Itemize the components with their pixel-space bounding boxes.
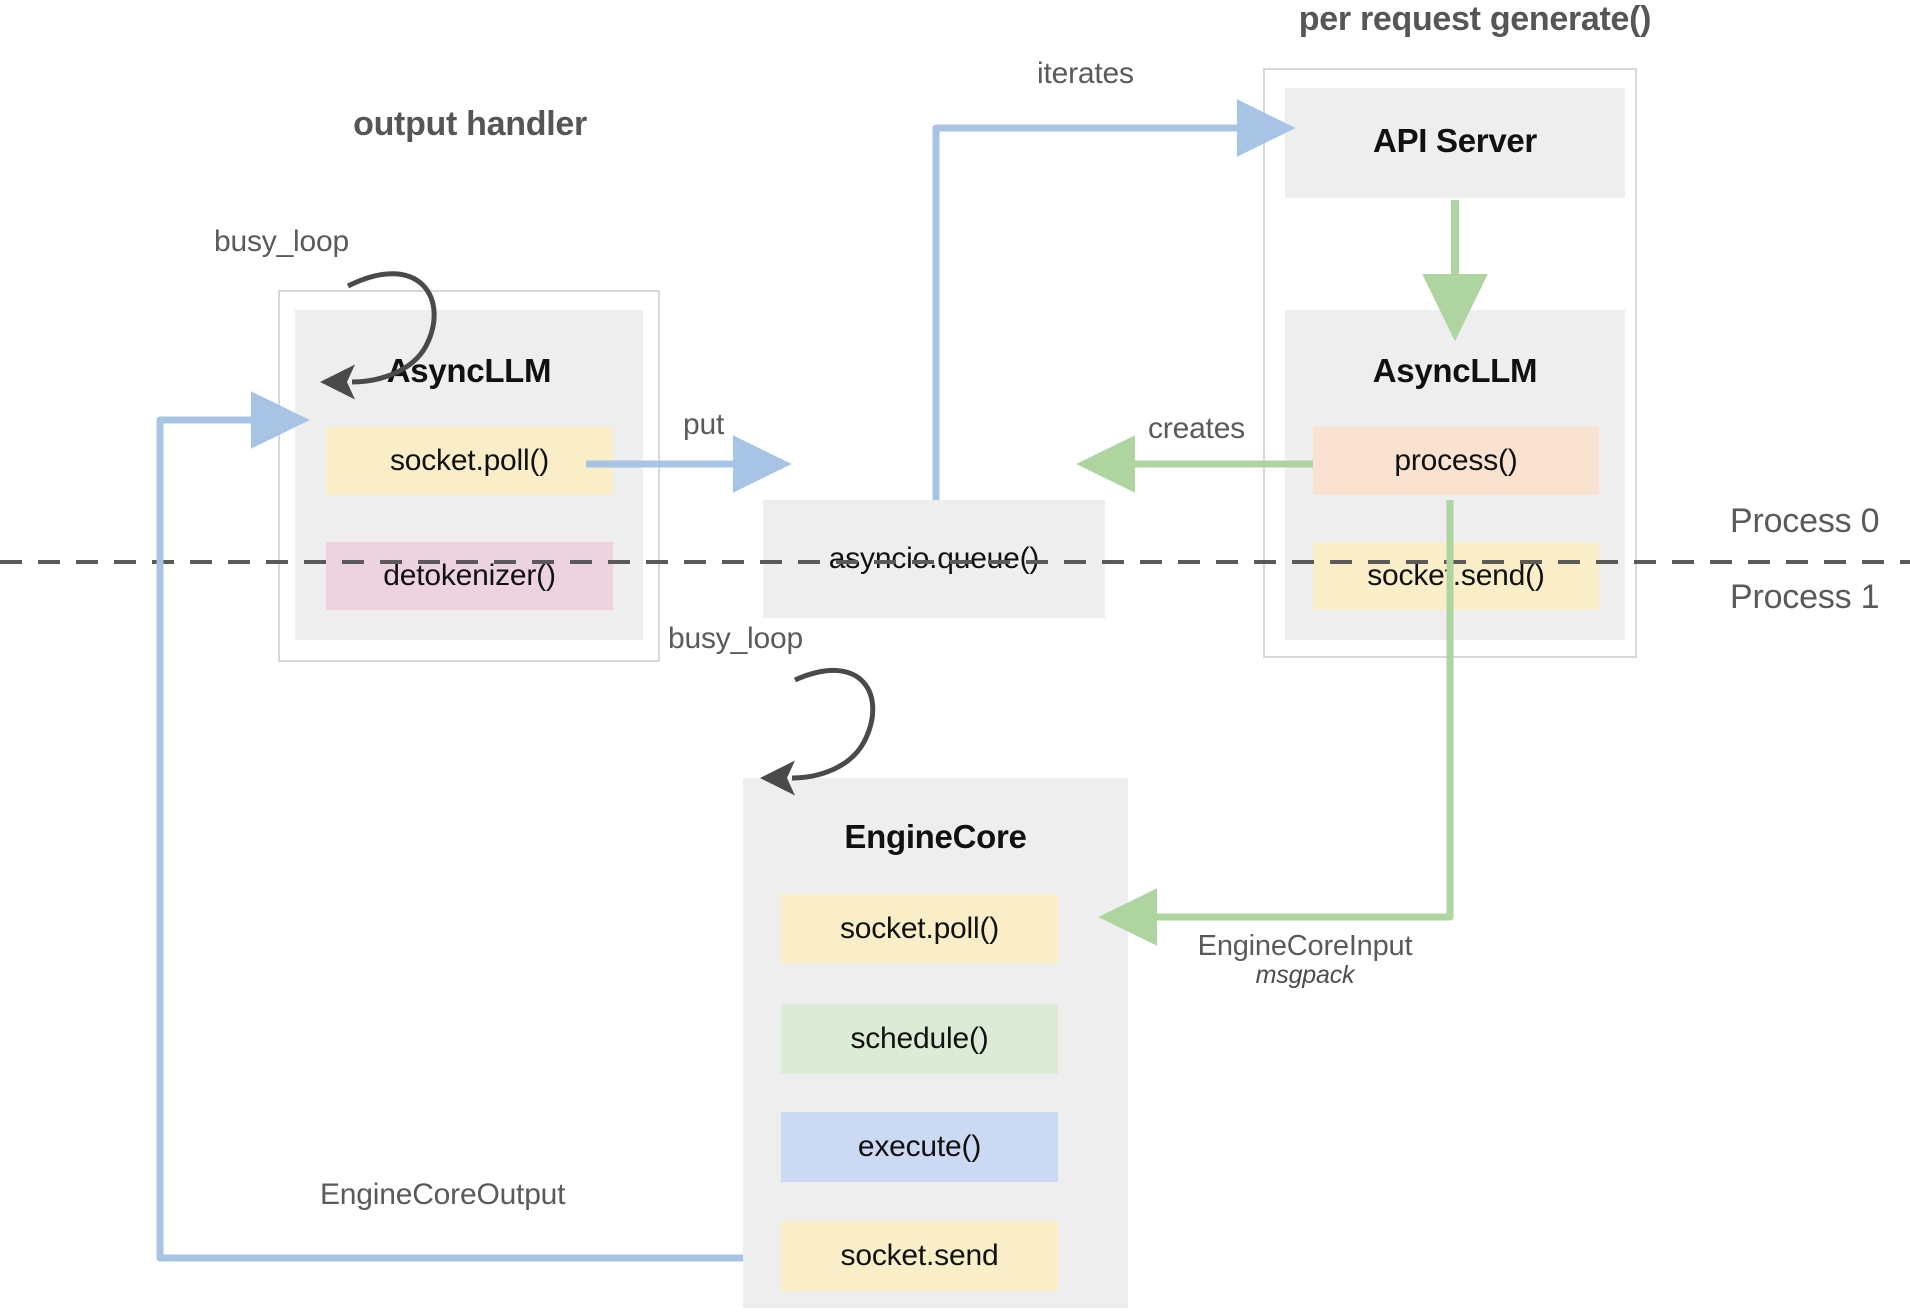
engine-execute-box[interactable]: execute() [781,1112,1058,1182]
engine-core-input-text: EngineCoreInput [1197,930,1413,962]
put-label: put [683,408,725,441]
engine-socket-poll-label: socket.poll() [839,912,1000,945]
async-llm-left-box: AsyncLLM socket.poll() detokenizer() [295,310,643,640]
api-server-title: API Server [1373,122,1537,159]
engine-socket-poll-box[interactable]: socket.poll() [781,894,1058,964]
engine-schedule-box[interactable]: schedule() [781,1004,1058,1074]
right-socket-send-label: socket.send() [1367,559,1545,592]
left-detokenizer-box[interactable]: detokenizer() [326,542,613,610]
per-request-generate-heading: per request generate() [1298,0,1652,38]
async-llm-right-box: AsyncLLM process() socket.send() [1285,310,1625,640]
process-1-label: Process 1 [1730,578,1880,616]
async-llm-right-title: AsyncLLM [1372,352,1538,389]
left-socket-poll-box[interactable]: socket.poll() [326,427,613,495]
busy-loop-engine-arrow [760,667,876,796]
left-detokenizer-label: detokenizer() [383,559,556,592]
busy-loop-engine-label: busy_loop [668,622,803,655]
engine-core-box: EngineCore socket.poll() schedule() exec… [743,778,1128,1308]
api-server-box[interactable]: API Server [1285,88,1625,198]
right-process-label: process() [1394,444,1518,477]
process-0-label: Process 0 [1730,502,1880,540]
asyncio-queue-label: asyncio.queue() [828,542,1040,575]
engine-schedule-label: schedule() [850,1022,989,1055]
engine-core-title: EngineCore [844,818,1027,855]
engine-core-input-sub-text: msgpack [1255,961,1355,989]
engine-core-input-label: EngineCoreInput msgpack [1175,930,1435,990]
engine-socket-send-box[interactable]: socket.send [781,1221,1058,1291]
output-handler-heading: output handler [353,105,587,143]
engine-core-output-label: EngineCoreOutput [320,1178,566,1211]
engine-execute-label: execute() [857,1130,982,1163]
asyncio-queue-box[interactable]: asyncio.queue() [763,500,1105,618]
async-llm-left-title: AsyncLLM [386,352,552,389]
iterates-label: iterates [1037,57,1134,90]
right-socket-send-box[interactable]: socket.send() [1313,542,1599,610]
left-socket-poll-label: socket.poll() [389,444,550,477]
right-process-box[interactable]: process() [1313,427,1599,495]
creates-label: creates [1148,412,1245,445]
engine-socket-send-label: socket.send [840,1239,999,1272]
busy-loop-left-label: busy_loop [214,225,349,258]
